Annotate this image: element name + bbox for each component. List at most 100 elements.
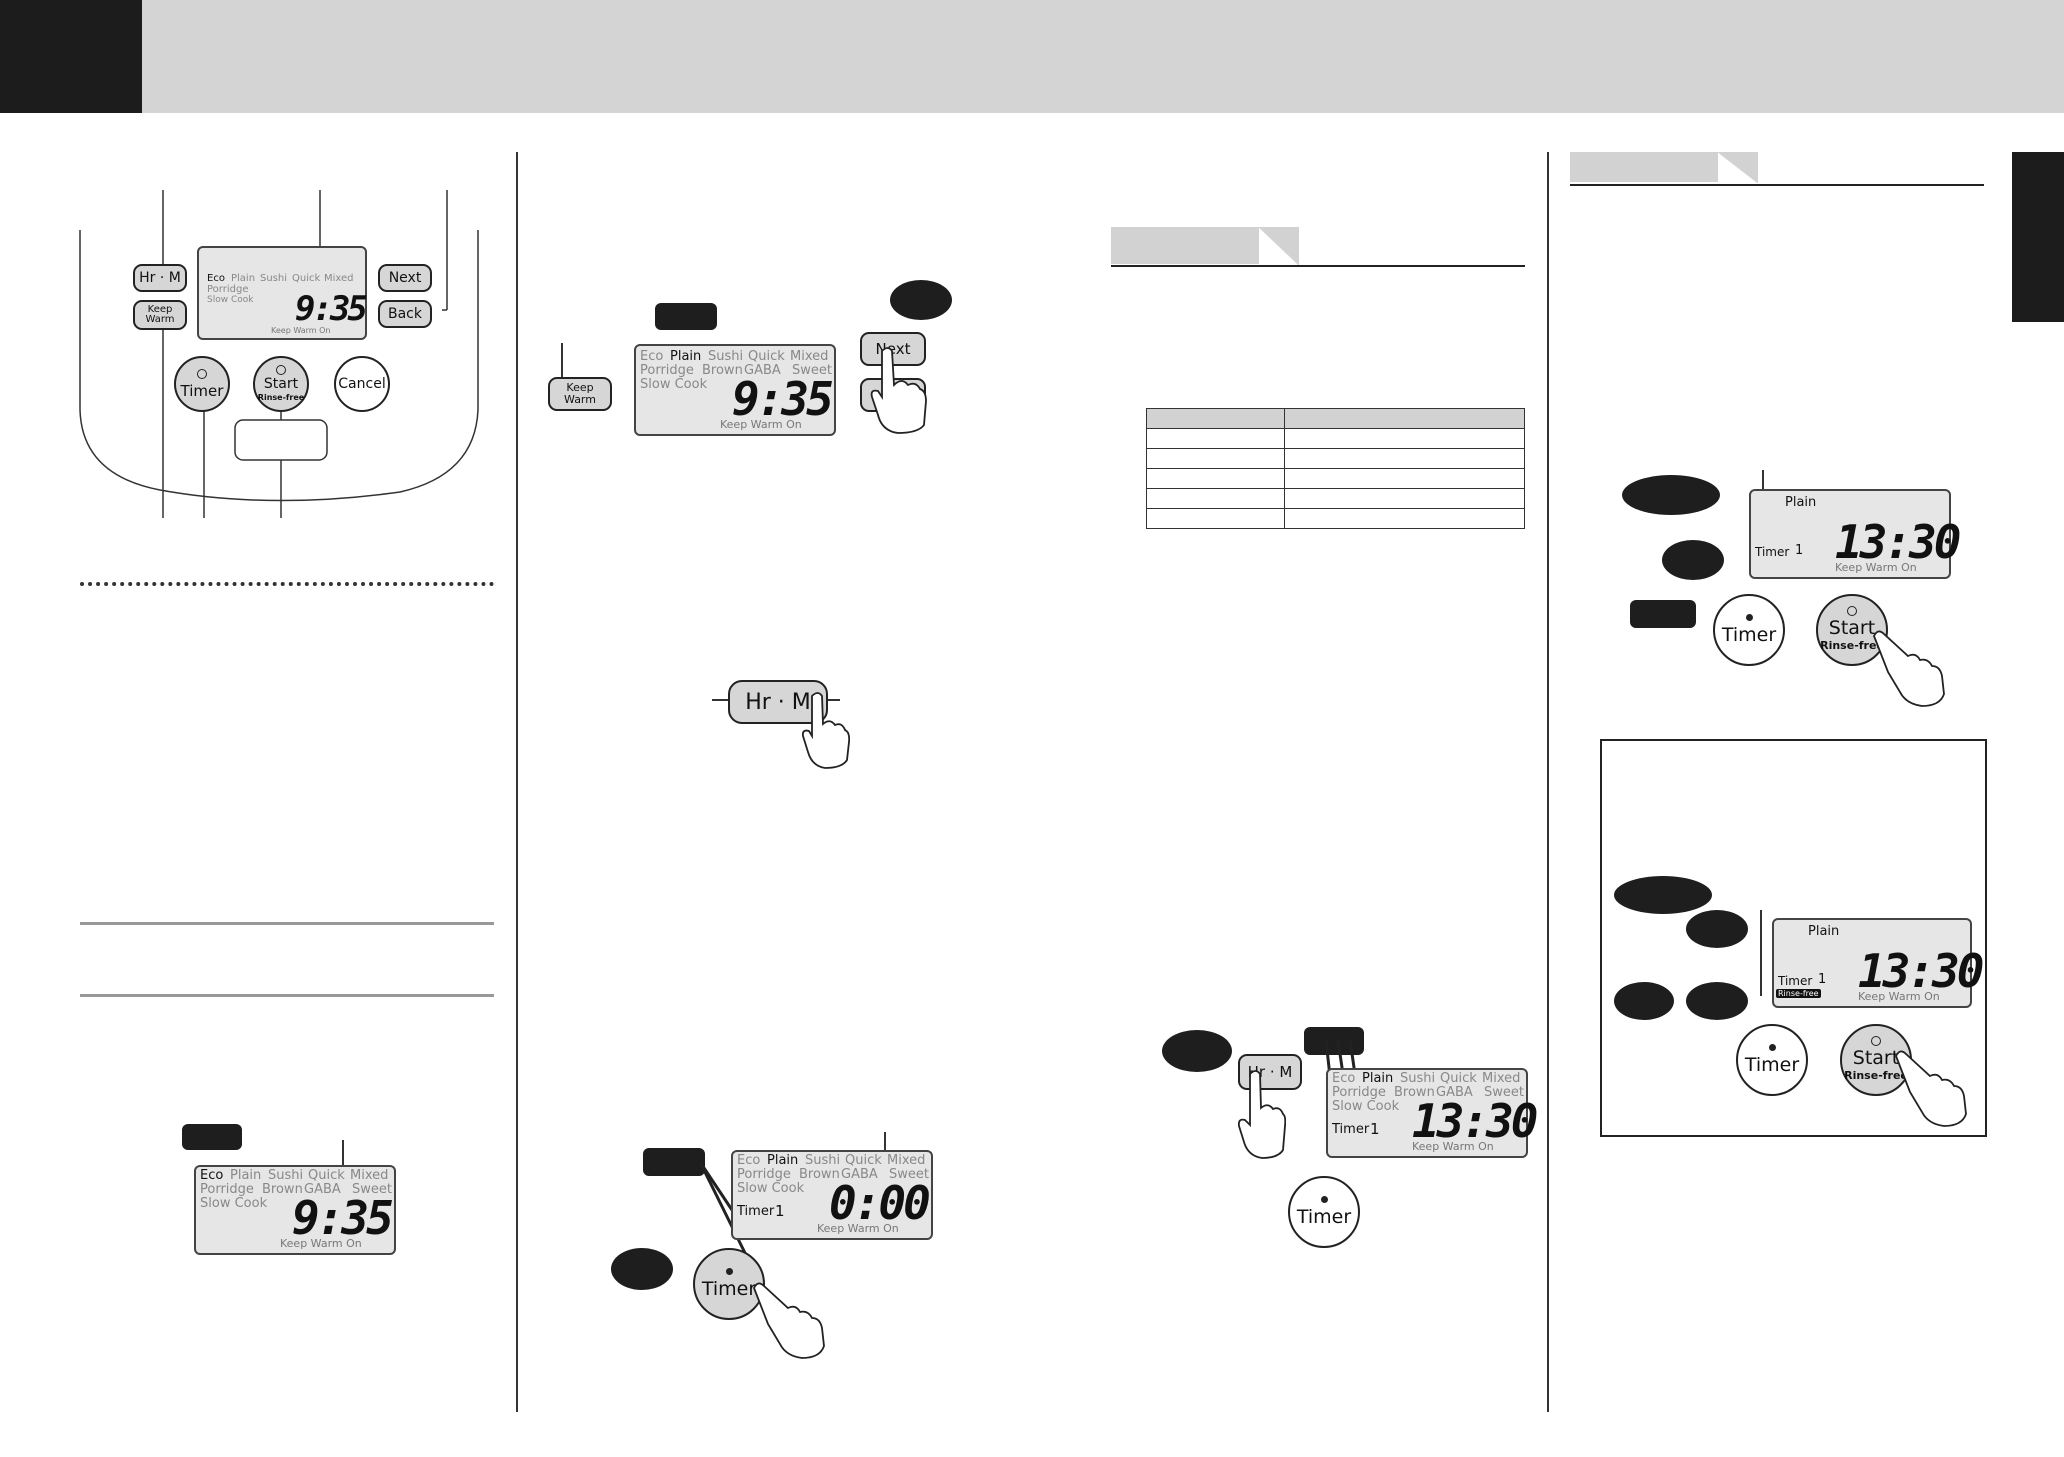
clock-digits: 9:35: [292, 1191, 394, 1245]
start-label: Start: [263, 375, 299, 392]
leader-line: [712, 699, 730, 701]
speech-bubble-icon: [1686, 910, 1748, 948]
leader-line: [1760, 910, 1762, 996]
lcd-display-timer-set: Eco Plain Sushi Quick Mixed Porridge Bro…: [1326, 1068, 1538, 1158]
hand-press-icon: [753, 1282, 825, 1359]
speech-bubble-icon: [1686, 982, 1748, 1020]
timer-number: 1: [775, 1202, 785, 1220]
mode-gaba: GABA: [744, 363, 781, 378]
mode-sushi: Sushi: [268, 1168, 304, 1183]
mode-quick: Quick: [292, 273, 321, 284]
mode-slow-cook: Slow Cook: [200, 1196, 268, 1211]
mode-gaba: GABA: [1436, 1085, 1473, 1100]
rinse-free-label: Rinse-free: [1844, 1068, 1908, 1082]
mode-brown: Brown: [1394, 1085, 1435, 1100]
column-divider: [516, 152, 518, 1412]
mode-eco: Eco: [1332, 1071, 1356, 1086]
clock-digits: 9:35: [295, 289, 368, 329]
timer-button[interactable]: Timer: [1288, 1176, 1360, 1248]
gray-rule: [80, 922, 494, 925]
mode-eco: Eco: [207, 273, 225, 284]
gray-rule: [80, 994, 494, 997]
keep-warm-indicator: Keep Warm On: [1412, 1140, 1494, 1153]
mode-quick: Quick: [748, 349, 785, 364]
cancel-button[interactable]: Cancel: [334, 356, 390, 412]
next-button[interactable]: Next: [378, 264, 432, 292]
leader-line: [342, 1140, 344, 1172]
timer-digits: 13:30: [1858, 944, 1984, 998]
hand-press-icon: [1895, 1050, 1967, 1127]
mode-sweet: Sweet: [792, 363, 832, 378]
timer-button-large[interactable]: Timer: [693, 1248, 765, 1320]
timer-label: Timer: [1721, 624, 1777, 646]
mode-plain: Plain: [231, 273, 256, 284]
mode-plain: Plain: [1362, 1071, 1394, 1086]
mode-porridge: Porridge: [207, 284, 249, 295]
section-heading-bar: [1111, 227, 1525, 267]
timer-number: 1: [1795, 543, 1804, 558]
mode-sushi: Sushi: [260, 273, 288, 284]
control-panel-outline: [79, 190, 479, 518]
mode-quick: Quick: [845, 1153, 882, 1168]
callout-tag-icon: [182, 1124, 242, 1150]
hand-press-icon: [801, 692, 850, 769]
mode-plain: Plain: [1808, 924, 1840, 939]
back-button[interactable]: Back: [378, 300, 432, 328]
keep-label: Keep: [147, 304, 173, 315]
mode-sweet: Sweet: [889, 1167, 929, 1182]
callout-tag-icon: [1304, 1027, 1364, 1055]
timer-digits: 0:00: [829, 1176, 931, 1230]
lcd-display-timer-start: Plain Timer 1 13:30 Keep Warm On: [1749, 489, 1961, 579]
section-heading-bar: [1570, 152, 1984, 192]
timer-digits: 13:30: [1412, 1094, 1538, 1148]
mode-porridge: Porridge: [200, 1182, 254, 1197]
keep-warm-indicator: Keep Warm On: [817, 1222, 899, 1235]
hand-press-icon: [870, 347, 927, 434]
page-header-block: [0, 0, 142, 113]
mode-mixed: Mixed: [324, 273, 354, 284]
mode-eco: Eco: [200, 1168, 224, 1183]
keep-label: Keep: [566, 381, 594, 394]
mode-brown: Brown: [799, 1167, 840, 1182]
timer-label: Timer: [180, 381, 224, 400]
timer-number: 1: [1370, 1120, 1380, 1138]
rinse-free-indicator: Rinse-free: [1776, 989, 1821, 998]
timer-label: Timer: [701, 1278, 757, 1300]
timer-button[interactable]: Timer: [1713, 594, 1785, 666]
side-thumb-tab: [2012, 152, 2064, 322]
setting-table: [1146, 408, 1525, 529]
timer-label: Timer: [1296, 1206, 1352, 1228]
lcd-display-plain: Eco Plain Sushi Quick Mixed Porridge Bro…: [634, 344, 836, 436]
timer-digits: 13:30: [1835, 515, 1961, 569]
lcd-display-small: Eco Plain Sushi Quick Mixed Porridge Slo…: [197, 246, 368, 340]
rinse-free-label: Rinse-free: [1820, 638, 1884, 652]
mode-porridge: Porridge: [737, 1167, 791, 1182]
mode-sweet: Sweet: [352, 1182, 392, 1197]
keep-warm-indicator: Keep Warm On: [1858, 990, 1940, 1003]
timer-number: 1: [1818, 972, 1827, 987]
start-label: Start: [1828, 616, 1876, 639]
mode-porridge: Porridge: [1332, 1085, 1386, 1100]
mode-slow-cook: Slow Cook: [737, 1181, 805, 1196]
timer-indicator: Timer: [737, 1204, 775, 1219]
callout-tag-icon: [643, 1148, 705, 1176]
mode-slow-cook: Slow Cook: [640, 377, 708, 392]
speech-bubble-icon: [1662, 540, 1724, 580]
timer-button[interactable]: Timer: [174, 356, 230, 412]
mode-quick: Quick: [308, 1168, 345, 1183]
timer-label: Timer: [1744, 1054, 1800, 1076]
mode-sushi: Sushi: [708, 349, 744, 364]
hr-m-button[interactable]: Hr · M: [133, 264, 187, 292]
timer-button[interactable]: Timer: [1736, 1024, 1808, 1096]
mode-gaba: GABA: [841, 1167, 878, 1182]
callout-tag-icon: [1630, 600, 1696, 628]
keep-warm-indicator: Keep Warm On: [1835, 561, 1917, 574]
mode-brown: Brown: [262, 1182, 303, 1197]
lcd-display-timer-zero: Eco Plain Sushi Quick Mixed Porridge Bro…: [731, 1150, 933, 1240]
mode-mixed: Mixed: [887, 1153, 926, 1168]
hand-press-icon: [1873, 630, 1945, 707]
